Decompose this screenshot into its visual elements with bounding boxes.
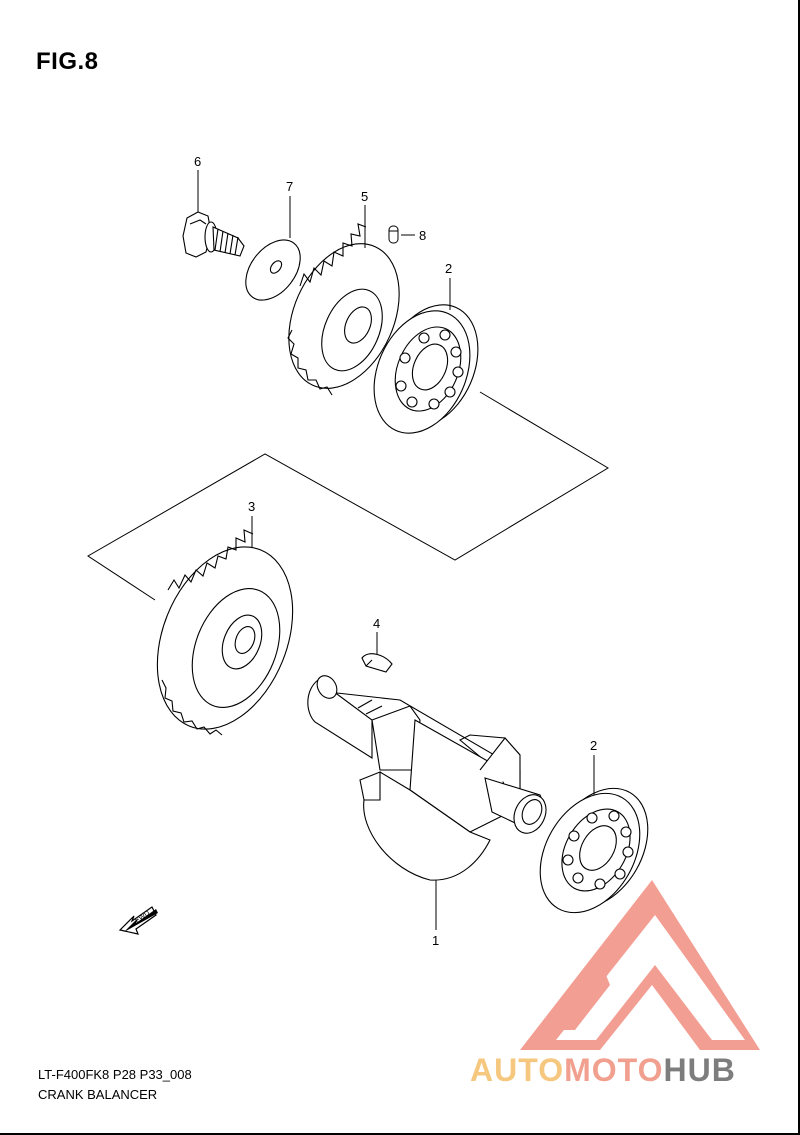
part-4-key [361,653,393,673]
callout-2-lower: 2 [590,738,597,753]
callout-7: 7 [286,179,293,194]
callout-8: 8 [419,228,426,243]
part-3-gear [156,529,294,736]
callout-4: 4 [373,616,380,631]
callout-5: 5 [361,189,368,204]
frame-right-border [798,0,800,1135]
watermark-part-auto: AUTO [470,1052,565,1088]
part-8-pin [388,225,399,244]
part-1-balancer-shaft [307,675,547,881]
callout-1: 1 [432,933,439,948]
watermark-logo [520,880,760,1050]
part-2-lower-bearing [539,787,649,914]
part-5-gear [287,223,400,396]
watermark-part-hub: HUB [663,1052,736,1088]
figure-name: CRANK BALANCER [38,1087,158,1102]
figure-title: FIG.8 [36,48,99,75]
watermark-part-moto: MOTO [564,1052,664,1088]
part-2-upper-bearing [373,304,479,434]
leader-lines [197,170,595,930]
part-6-bolt [182,211,245,258]
figure-code: LT-F400FK8 P28 P33_008 [38,1067,192,1082]
callout-2-upper: 2 [445,261,452,276]
frame-bottom-border [0,1133,800,1135]
callout-3: 3 [248,499,255,514]
fwd-arrow-icon: FWD [118,906,158,935]
part-7-washer [245,239,301,301]
upper-group-outline [87,391,609,601]
callout-6: 6 [194,154,201,169]
watermark-text: AUTOMOTOHUB [470,1052,736,1089]
